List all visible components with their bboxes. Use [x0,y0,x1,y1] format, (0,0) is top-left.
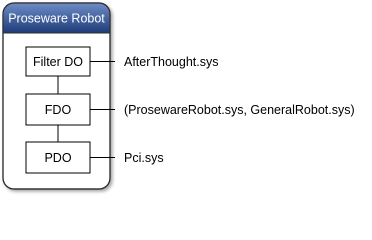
filter-do-label: Filter DO [33,55,83,69]
container-title: Proseware Robot [8,12,105,26]
container-header [3,3,110,33]
fdo-box [25,93,91,126]
fdo-label: FDO [45,103,72,117]
filter-do-driver: AfterThought.sys [124,55,219,69]
fdo-driver: (ProsewareRobot.sys, GeneralRobot.sys) [124,103,355,117]
pdo-label: PDO [44,151,71,165]
device-stack-diagram: Proseware Robot Filter DO AfterThought.s… [2,2,355,190]
pdo-driver: Pci.sys [124,151,164,165]
